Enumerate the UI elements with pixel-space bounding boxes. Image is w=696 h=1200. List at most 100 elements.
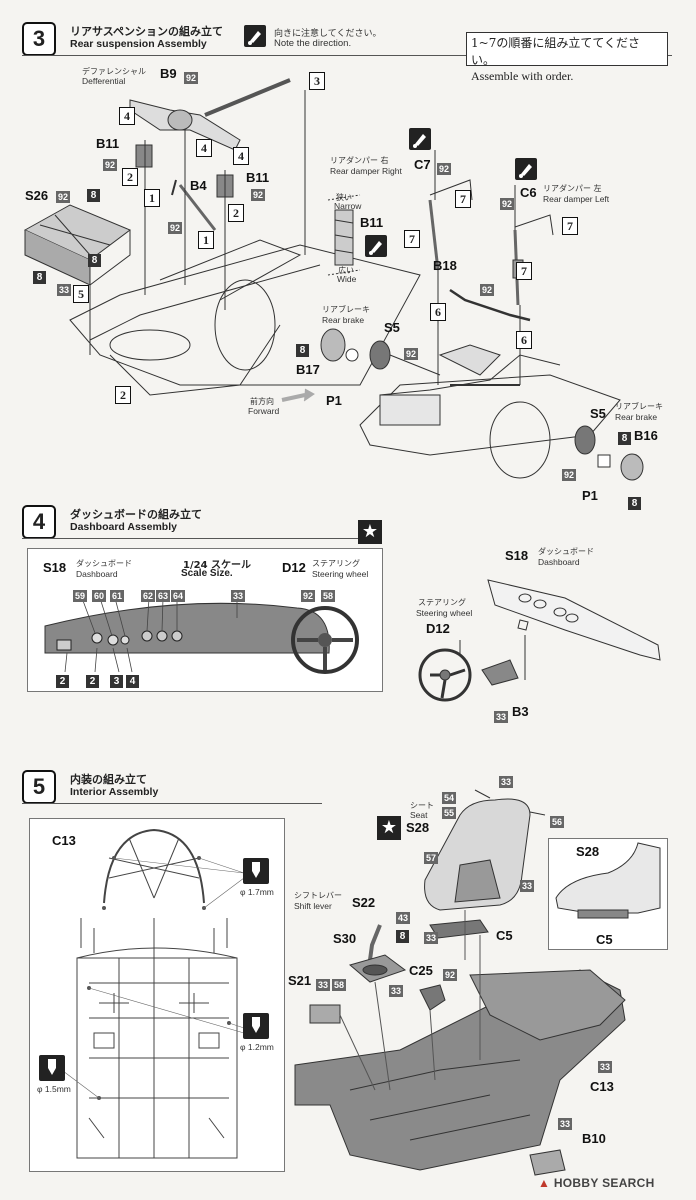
color-92-a: 92 [184,72,199,84]
label-b16: B16 [634,428,658,443]
color-92-l: 92 [443,969,458,981]
dash-jp: ダッシュボード [76,559,132,568]
interior-drilling-drawing [58,828,245,1159]
step-5-title-jp: 内装の組み立て [70,773,147,786]
narrow-en: Narrow [334,201,362,211]
color-8-c: 8 [88,250,101,268]
watermark-logo-icon: ▲ [538,1176,551,1190]
label-d12-b: D12 [426,621,450,636]
color-55: 55 [442,807,457,819]
label-c5: C5 [496,928,513,943]
color-8-a: 8 [87,185,100,203]
brake-jp: リアブレーキ [322,305,370,314]
color-8-e: 8 [618,428,631,446]
label-s26: S26 [25,188,49,203]
color-56: 56 [550,816,565,828]
color-92-g: 92 [500,198,515,210]
color-33-b: 33 [231,590,246,602]
color-92-b: 92 [103,159,118,171]
step-box-1a: 1 [144,189,160,207]
color-92-j: 92 [562,469,577,481]
damper-right-en: Rear damper Right [330,166,402,176]
scale-en: Scale Size. [181,568,233,579]
order-note-jp: 1~7の順番に組み立ててください。 [471,36,640,67]
color-8-d: 8 [296,340,309,358]
drill-icon-c [39,1055,65,1081]
dash2-en: Dashboard [538,557,580,567]
label-c5-b: C5 [596,932,613,947]
label-d12: D12 [282,560,306,575]
watermark: ▲ HOBBY SEARCH [538,1176,655,1190]
step-box-4c: 4 [233,147,249,165]
forward-en: Forward [248,406,280,416]
color-33-d: 33 [499,776,514,788]
differential-en: Defferential [82,76,126,86]
step-box-7a: 7 [455,190,471,208]
step-3-number: 3 [22,22,56,56]
order-note-box: 1~7の順番に組み立ててください。 Assemble with order. [466,32,668,83]
step-5-number: 5 [22,770,56,804]
label-b3: B3 [512,704,529,719]
step-box-5: 5 [73,285,89,303]
step-box-4b: 4 [196,139,212,157]
label-c7: C7 [414,157,431,172]
color-63: 63 [156,590,171,602]
caution-icon [244,25,266,47]
color-33-c: 33 [494,711,509,723]
wide-en: Wide [337,274,357,284]
color-33-i: 33 [598,1061,613,1073]
color-92-f: 92 [437,163,452,175]
wide-jp: 広い [338,266,354,275]
narrow-jp: 狭い [336,193,352,202]
color-33-f: 33 [424,932,439,944]
color-33-h: 33 [389,985,404,997]
label-c13-b: C13 [590,1079,614,1094]
step-box-2b: 2 [228,204,244,222]
step-box-7c: 7 [404,230,420,248]
color-92-d: 92 [168,222,183,234]
label-b11-a: B11 [96,136,120,151]
seat-detail-drawing [555,842,661,919]
label-c13: C13 [52,833,76,848]
label-s28-b: S28 [576,844,600,859]
scale-jp: 1/24 スケール [183,560,252,571]
dashboard-assembly-drawing [418,579,661,702]
step-box-3: 3 [309,72,325,90]
color-33-j: 33 [558,1118,573,1130]
label-c25: C25 [409,963,433,978]
label-b17: B17 [296,362,320,377]
color-92-k: 92 [301,590,316,602]
interior-assembly-drawing [294,789,626,1176]
label-p1-b: P1 [582,488,598,503]
color-62: 62 [141,590,156,602]
drill-1-7: φ 1.7mm [240,887,274,897]
caution-icon-c6 [515,158,537,180]
dashboard-drawing [44,597,359,674]
label-s21: S21 [288,973,312,988]
label-s22: S22 [352,895,376,910]
caution-icon-c7 [409,128,431,150]
dash-en: Dashboard [76,569,118,579]
color-8-g: 8 [396,926,409,944]
color-58-a: 58 [321,590,336,602]
step-box-6b: 6 [516,331,532,349]
brake2-en: Rear brake [615,412,658,422]
direction-note-jp: 向きに注意してください。 [274,29,382,39]
color-64: 64 [171,590,186,602]
color-8-b: 8 [33,267,46,285]
label-b9: B9 [160,66,177,81]
color-61: 61 [110,590,125,602]
color-box-2b: 2 [86,671,99,689]
step-box-4a: 4 [119,107,135,125]
color-box-3: 3 [110,671,123,689]
step-4-title-en: Dashboard Assembly [70,521,177,533]
label-b11-c: B11 [360,215,384,230]
steer2-en: Steering wheel [416,608,473,618]
color-33-g: 33 [316,979,331,991]
steer2-jp: ステアリング [418,598,466,607]
step-5-title-en: Interior Assembly [70,786,159,798]
drill-1-5: φ 1.5mm [37,1084,71,1094]
label-s5-a: S5 [384,320,400,335]
label-p1-a: P1 [326,393,342,408]
label-s28: S28 [406,820,430,835]
